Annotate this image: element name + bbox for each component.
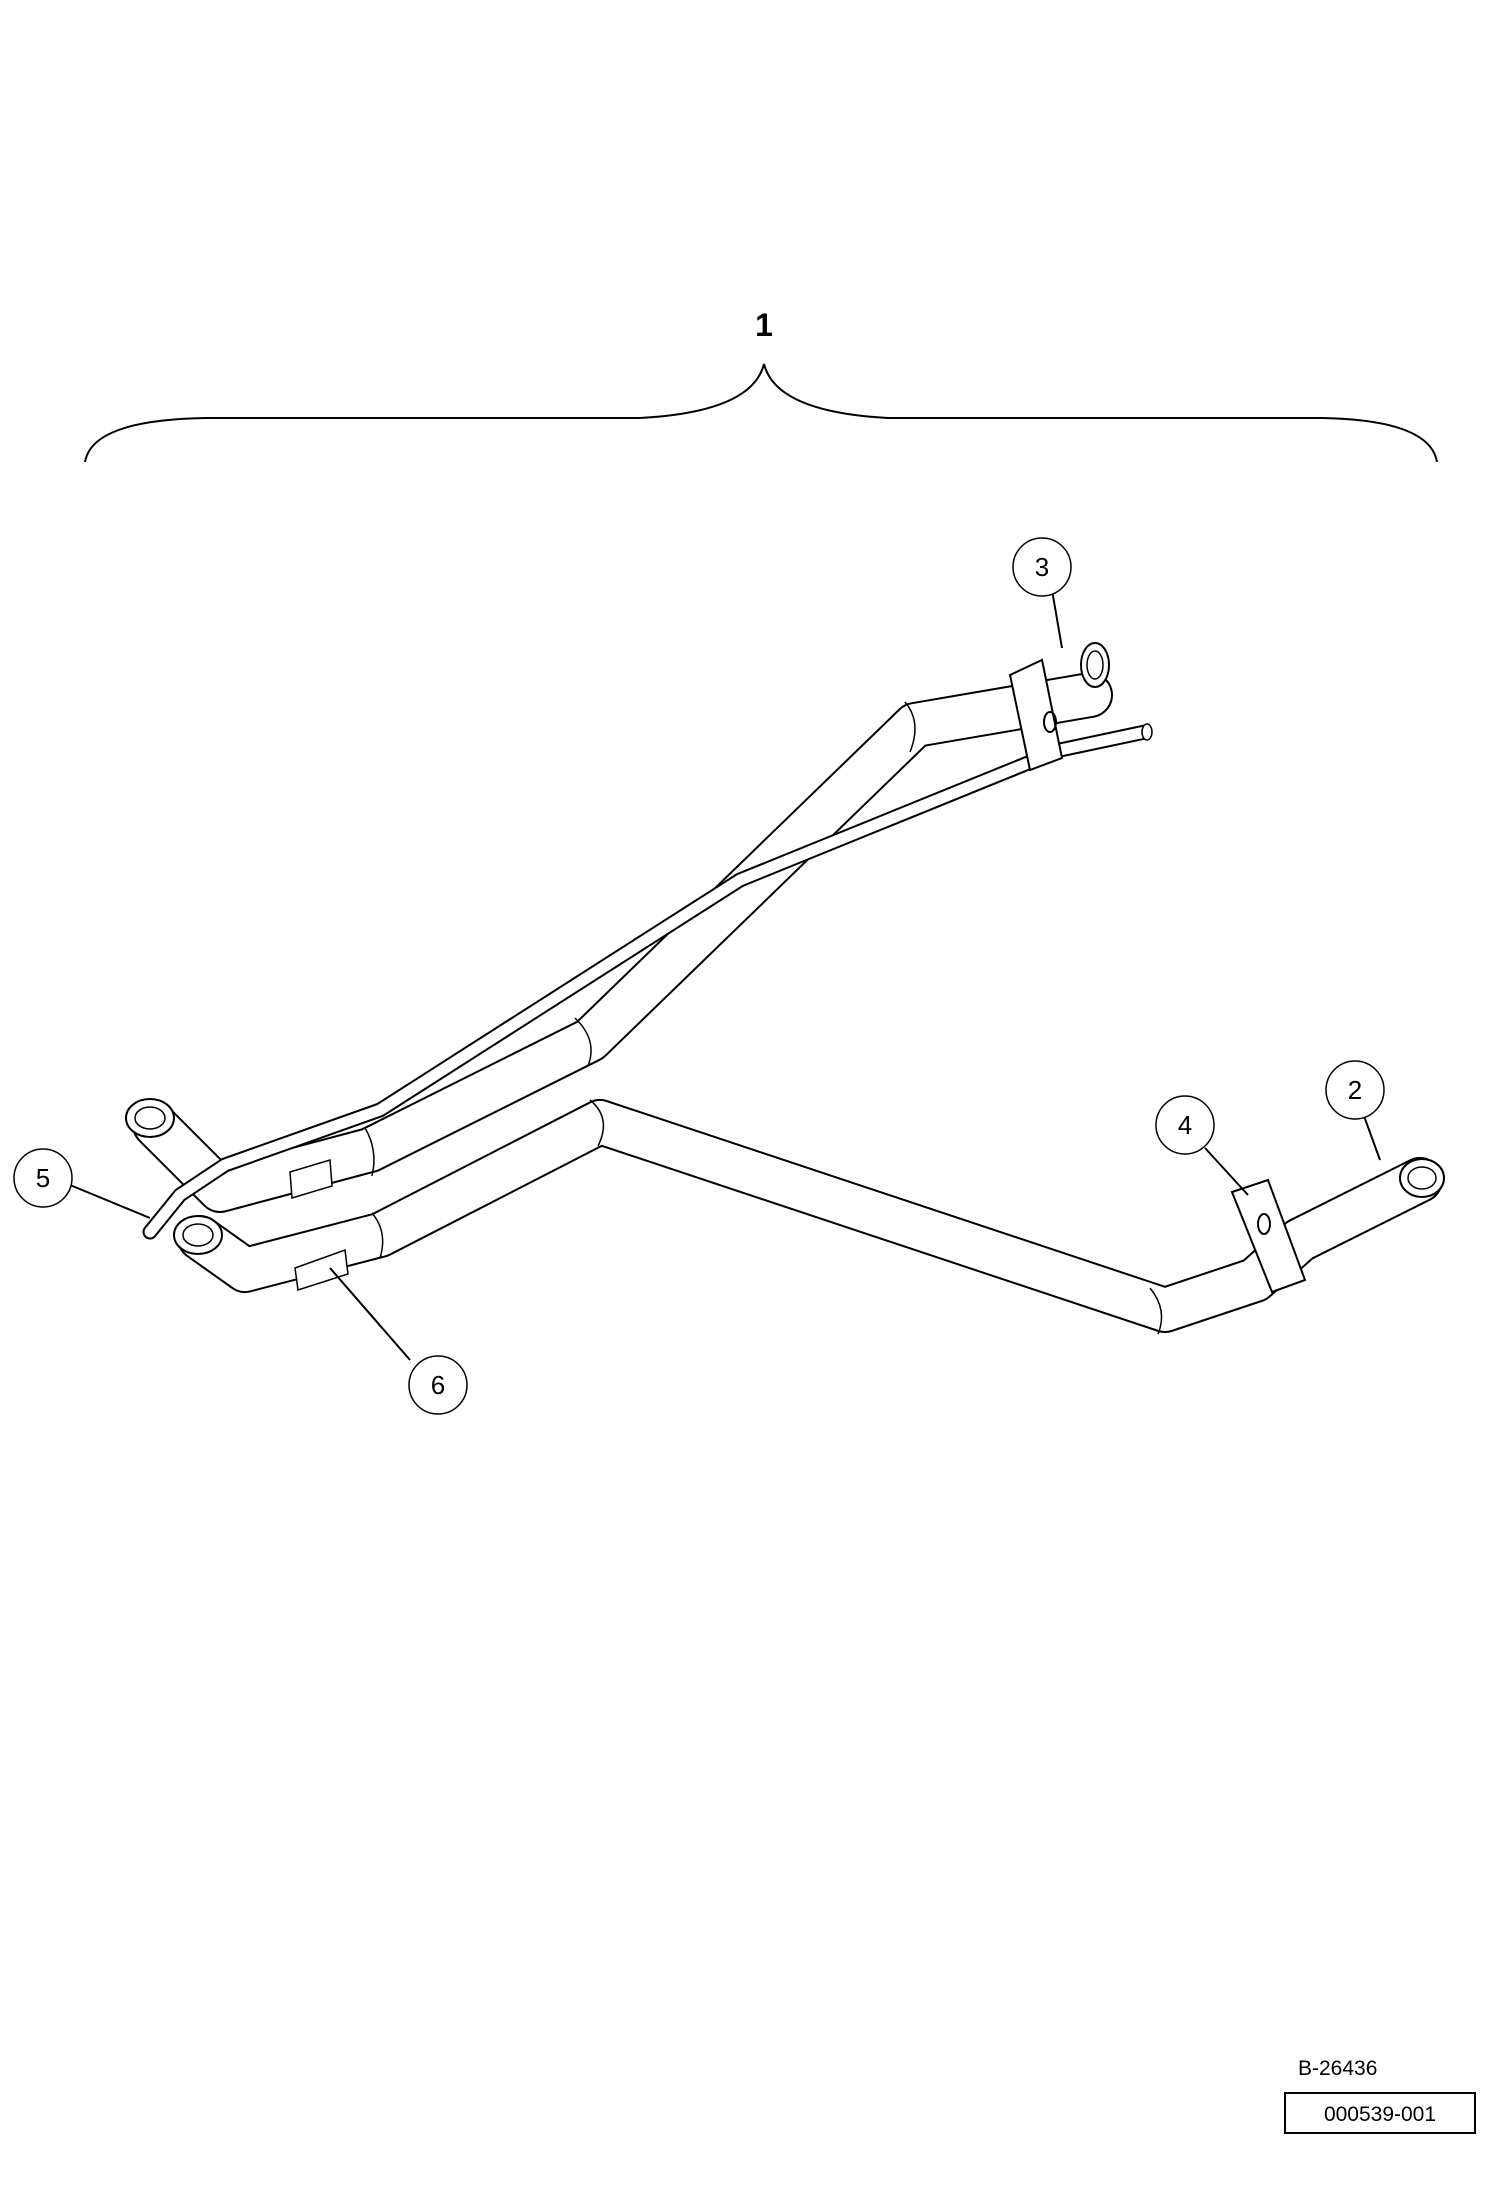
drawing-number: B-26436	[1298, 2057, 1377, 2080]
callout-4: 4	[1155, 1095, 1249, 1196]
bend-seams	[364, 701, 1163, 1335]
svg-text:000539-001: 000539-001	[1324, 2103, 1436, 2126]
callout-6: 6	[329, 1267, 468, 1415]
svg-text:2: 2	[1348, 1075, 1362, 1105]
svg-text:4: 4	[1178, 1110, 1192, 1140]
svg-text:6: 6	[431, 1370, 445, 1400]
assembly-label: 1	[755, 307, 773, 343]
tube-clip	[289, 1159, 349, 1291]
callout-5: 5	[13, 1148, 151, 1219]
lower-bracket	[1230, 1178, 1307, 1294]
part-number-box: 000539-001	[1284, 2092, 1476, 2134]
upper-bracket	[1008, 658, 1064, 772]
callout-3: 3	[1012, 537, 1072, 649]
tube-end-left-lower	[173, 1215, 223, 1255]
tube-end-left-upper	[125, 1098, 175, 1138]
bleed-line-end	[1141, 723, 1153, 741]
assembly-brace	[84, 363, 1438, 463]
svg-text:3: 3	[1035, 552, 1049, 582]
tube-end-right	[1399, 1158, 1445, 1198]
callout-2: 2	[1325, 1060, 1385, 1161]
svg-text:5: 5	[36, 1163, 50, 1193]
tube-end-upper-right	[1080, 642, 1110, 688]
